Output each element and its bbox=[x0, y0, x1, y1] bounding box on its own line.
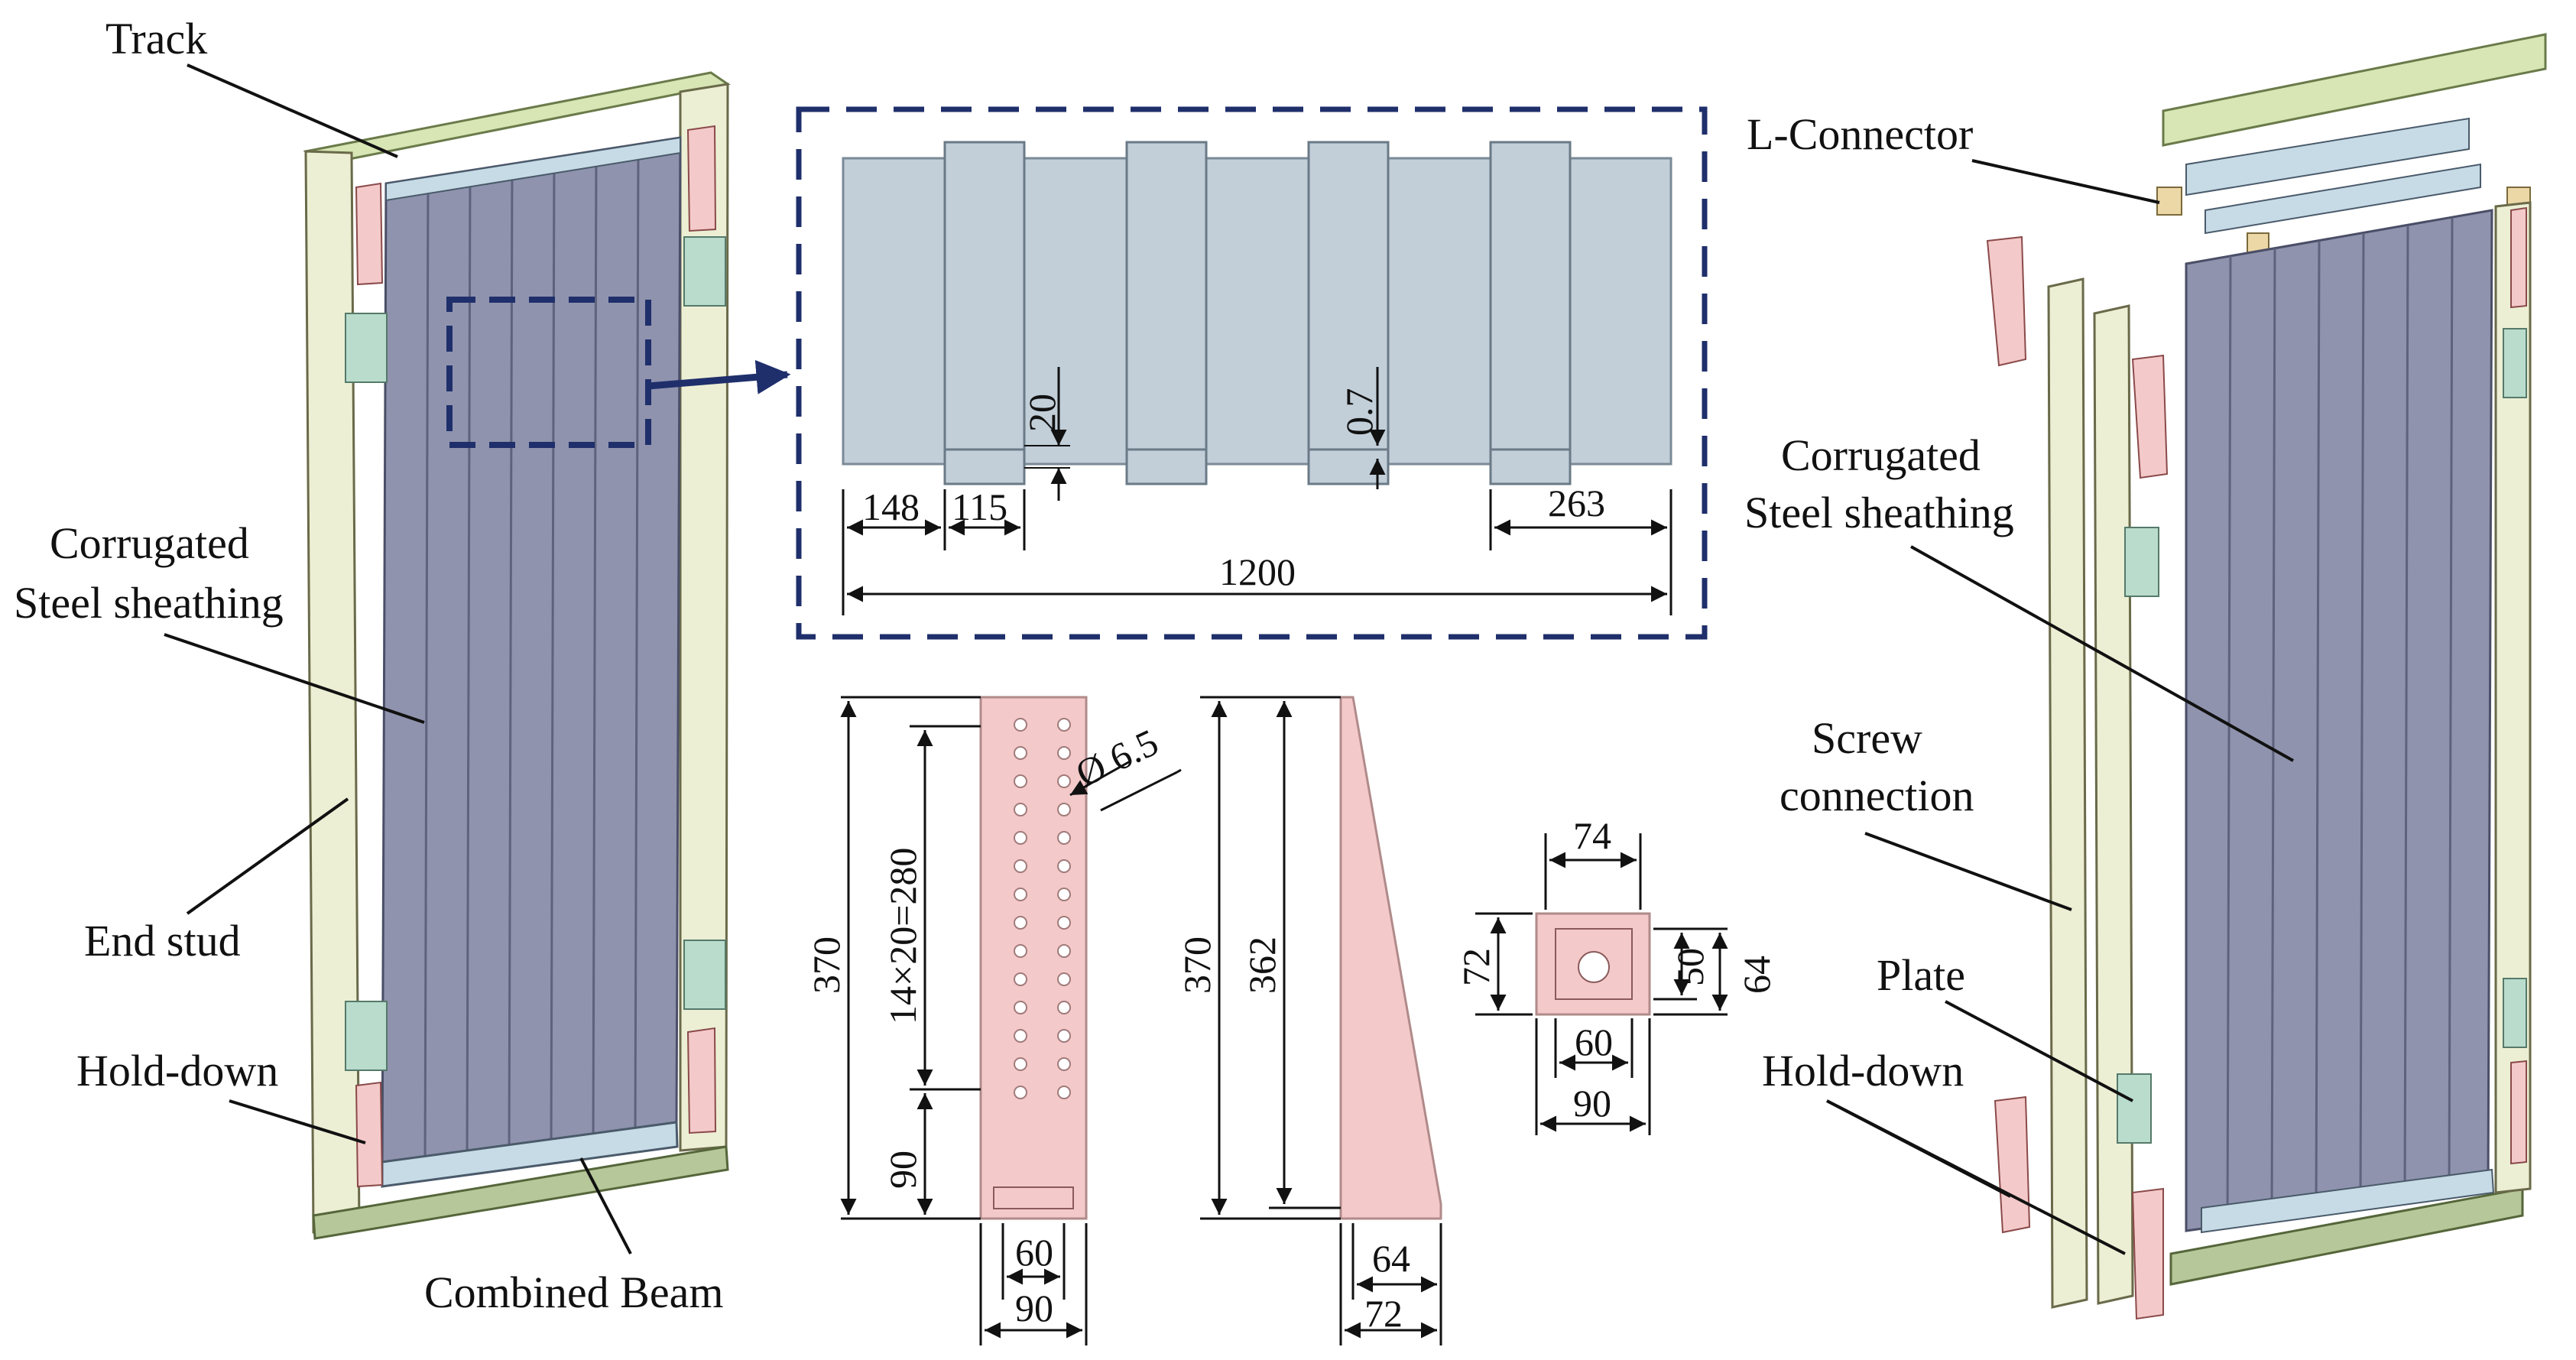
holddown-side-body bbox=[1339, 696, 1442, 1220]
dim-top-72: 72 bbox=[1455, 948, 1497, 986]
exploded-sheathing-panel bbox=[2185, 209, 2493, 1232]
dim-side-362: 362 bbox=[1241, 936, 1283, 994]
detail-callout-arrow bbox=[647, 359, 791, 394]
exploded-far-plate-bottom bbox=[2503, 978, 2527, 1048]
exploded-holddown-bottom-left bbox=[1994, 1095, 2031, 1234]
label-track: Track bbox=[105, 14, 207, 63]
dim-end-263: 263 bbox=[1548, 482, 1605, 524]
dim-total-1200: 1200 bbox=[1219, 550, 1296, 593]
plate-left-lower bbox=[345, 1001, 388, 1071]
dim-top-64: 64 bbox=[1735, 956, 1778, 994]
corrugation-ribs bbox=[423, 144, 640, 1170]
exploded-stud-b bbox=[2093, 304, 2134, 1305]
label-corrugated-left-1: Corrugated bbox=[50, 518, 249, 568]
label-corrugated-right-1: Corrugated bbox=[1781, 430, 1981, 480]
dim-top-60: 60 bbox=[1575, 1021, 1613, 1063]
dim-rib-height: 20 bbox=[1020, 394, 1063, 432]
label-corrugated-right-2: Steel sheathing bbox=[1744, 488, 2014, 537]
l-connector-left bbox=[2156, 187, 2182, 216]
dim-top-90: 90 bbox=[1573, 1082, 1611, 1125]
label-end-stud: End stud bbox=[84, 916, 241, 966]
sheathing-detail: 20 0.7 148 115 263 1200 bbox=[796, 106, 1708, 640]
dim-front-hole-span: 14×20=280 bbox=[881, 848, 924, 1024]
right-labels: L-Connector Corrugated Steel sheathing S… bbox=[1744, 109, 2294, 1255]
exploded-plate-lower bbox=[2117, 1073, 2152, 1144]
exploded-bottom-track bbox=[2169, 1187, 2524, 1286]
exploded-wall bbox=[1986, 33, 2547, 1320]
label-plate: Plate bbox=[1877, 950, 1965, 1000]
label-combined-beam: Combined Beam bbox=[424, 1267, 723, 1317]
dim-side-370: 370 bbox=[1176, 936, 1218, 994]
dim-rib-115: 115 bbox=[952, 485, 1007, 528]
dim-thickness: 0.7 bbox=[1338, 388, 1380, 437]
exploded-holddown-top-right bbox=[2131, 354, 2169, 479]
exploded-plate-upper bbox=[2124, 527, 2159, 597]
holddown-front-body bbox=[979, 696, 1088, 1220]
exploded-holddown-bottom-right bbox=[2131, 1187, 2164, 1320]
dim-front-90-width: 90 bbox=[1015, 1287, 1053, 1329]
dim-side-72: 72 bbox=[1364, 1292, 1403, 1335]
dim-front-370: 370 bbox=[805, 936, 848, 994]
top-combined-beam bbox=[385, 136, 681, 202]
label-hold-down-left: Hold-down bbox=[76, 1046, 278, 1095]
assembled-wall bbox=[303, 71, 791, 1240]
exploded-far-stud bbox=[2494, 201, 2532, 1194]
holddown-side-view: 370 362 64 72 bbox=[1176, 696, 1442, 1345]
dim-edge-148: 148 bbox=[862, 485, 920, 528]
exploded-far-plate-top bbox=[2503, 328, 2527, 398]
exploded-holddown-top-left bbox=[1986, 235, 2027, 367]
holddown-front-view: 370 14×20=280 90 Ø 6.5 60 90 bbox=[805, 696, 1182, 1345]
sheathing-ribs bbox=[943, 141, 1572, 485]
hold-down-bottom-left bbox=[355, 1081, 384, 1188]
exploded-far-holddown-top bbox=[2510, 206, 2527, 309]
exploded-stud-a bbox=[2047, 278, 2088, 1309]
hold-down-top-right bbox=[686, 125, 717, 232]
exploded-top-beam-a bbox=[2185, 117, 2470, 196]
label-connection: connection bbox=[1780, 771, 1974, 820]
hold-down-top-left bbox=[355, 182, 384, 286]
label-hold-down-right: Hold-down bbox=[1762, 1046, 1964, 1095]
dim-top-50: 50 bbox=[1669, 948, 1711, 986]
holddown-top-view: 74 72 50 64 60 90 bbox=[1455, 814, 1778, 1135]
plate-right-upper bbox=[683, 236, 726, 307]
exploded-far-holddown-bottom bbox=[2510, 1060, 2527, 1165]
dim-front-60: 60 bbox=[1015, 1231, 1053, 1274]
dim-front-90: 90 bbox=[881, 1151, 924, 1189]
plate-right-lower bbox=[683, 940, 726, 1010]
left-labels: Track Corrugated Steel sheathing End stu… bbox=[14, 14, 723, 1317]
detail-callout-box bbox=[446, 297, 651, 448]
screw-holes bbox=[1014, 718, 1071, 1099]
label-corrugated-left-2: Steel sheathing bbox=[14, 578, 284, 628]
dim-top-74: 74 bbox=[1573, 814, 1611, 857]
exploded-top-track bbox=[2162, 33, 2547, 147]
exploded-bottom-beam bbox=[2201, 1168, 2495, 1234]
label-screw: Screw bbox=[1812, 713, 1922, 763]
hold-down-bottom-right bbox=[686, 1027, 717, 1134]
detail-frame bbox=[796, 106, 1708, 640]
plate-left-upper bbox=[345, 313, 388, 383]
label-l-connector: L-Connector bbox=[1747, 109, 1973, 159]
exploded-top-beam-b bbox=[2205, 163, 2481, 235]
holddown-top-hole bbox=[1578, 951, 1610, 983]
dim-side-64: 64 bbox=[1372, 1237, 1410, 1280]
